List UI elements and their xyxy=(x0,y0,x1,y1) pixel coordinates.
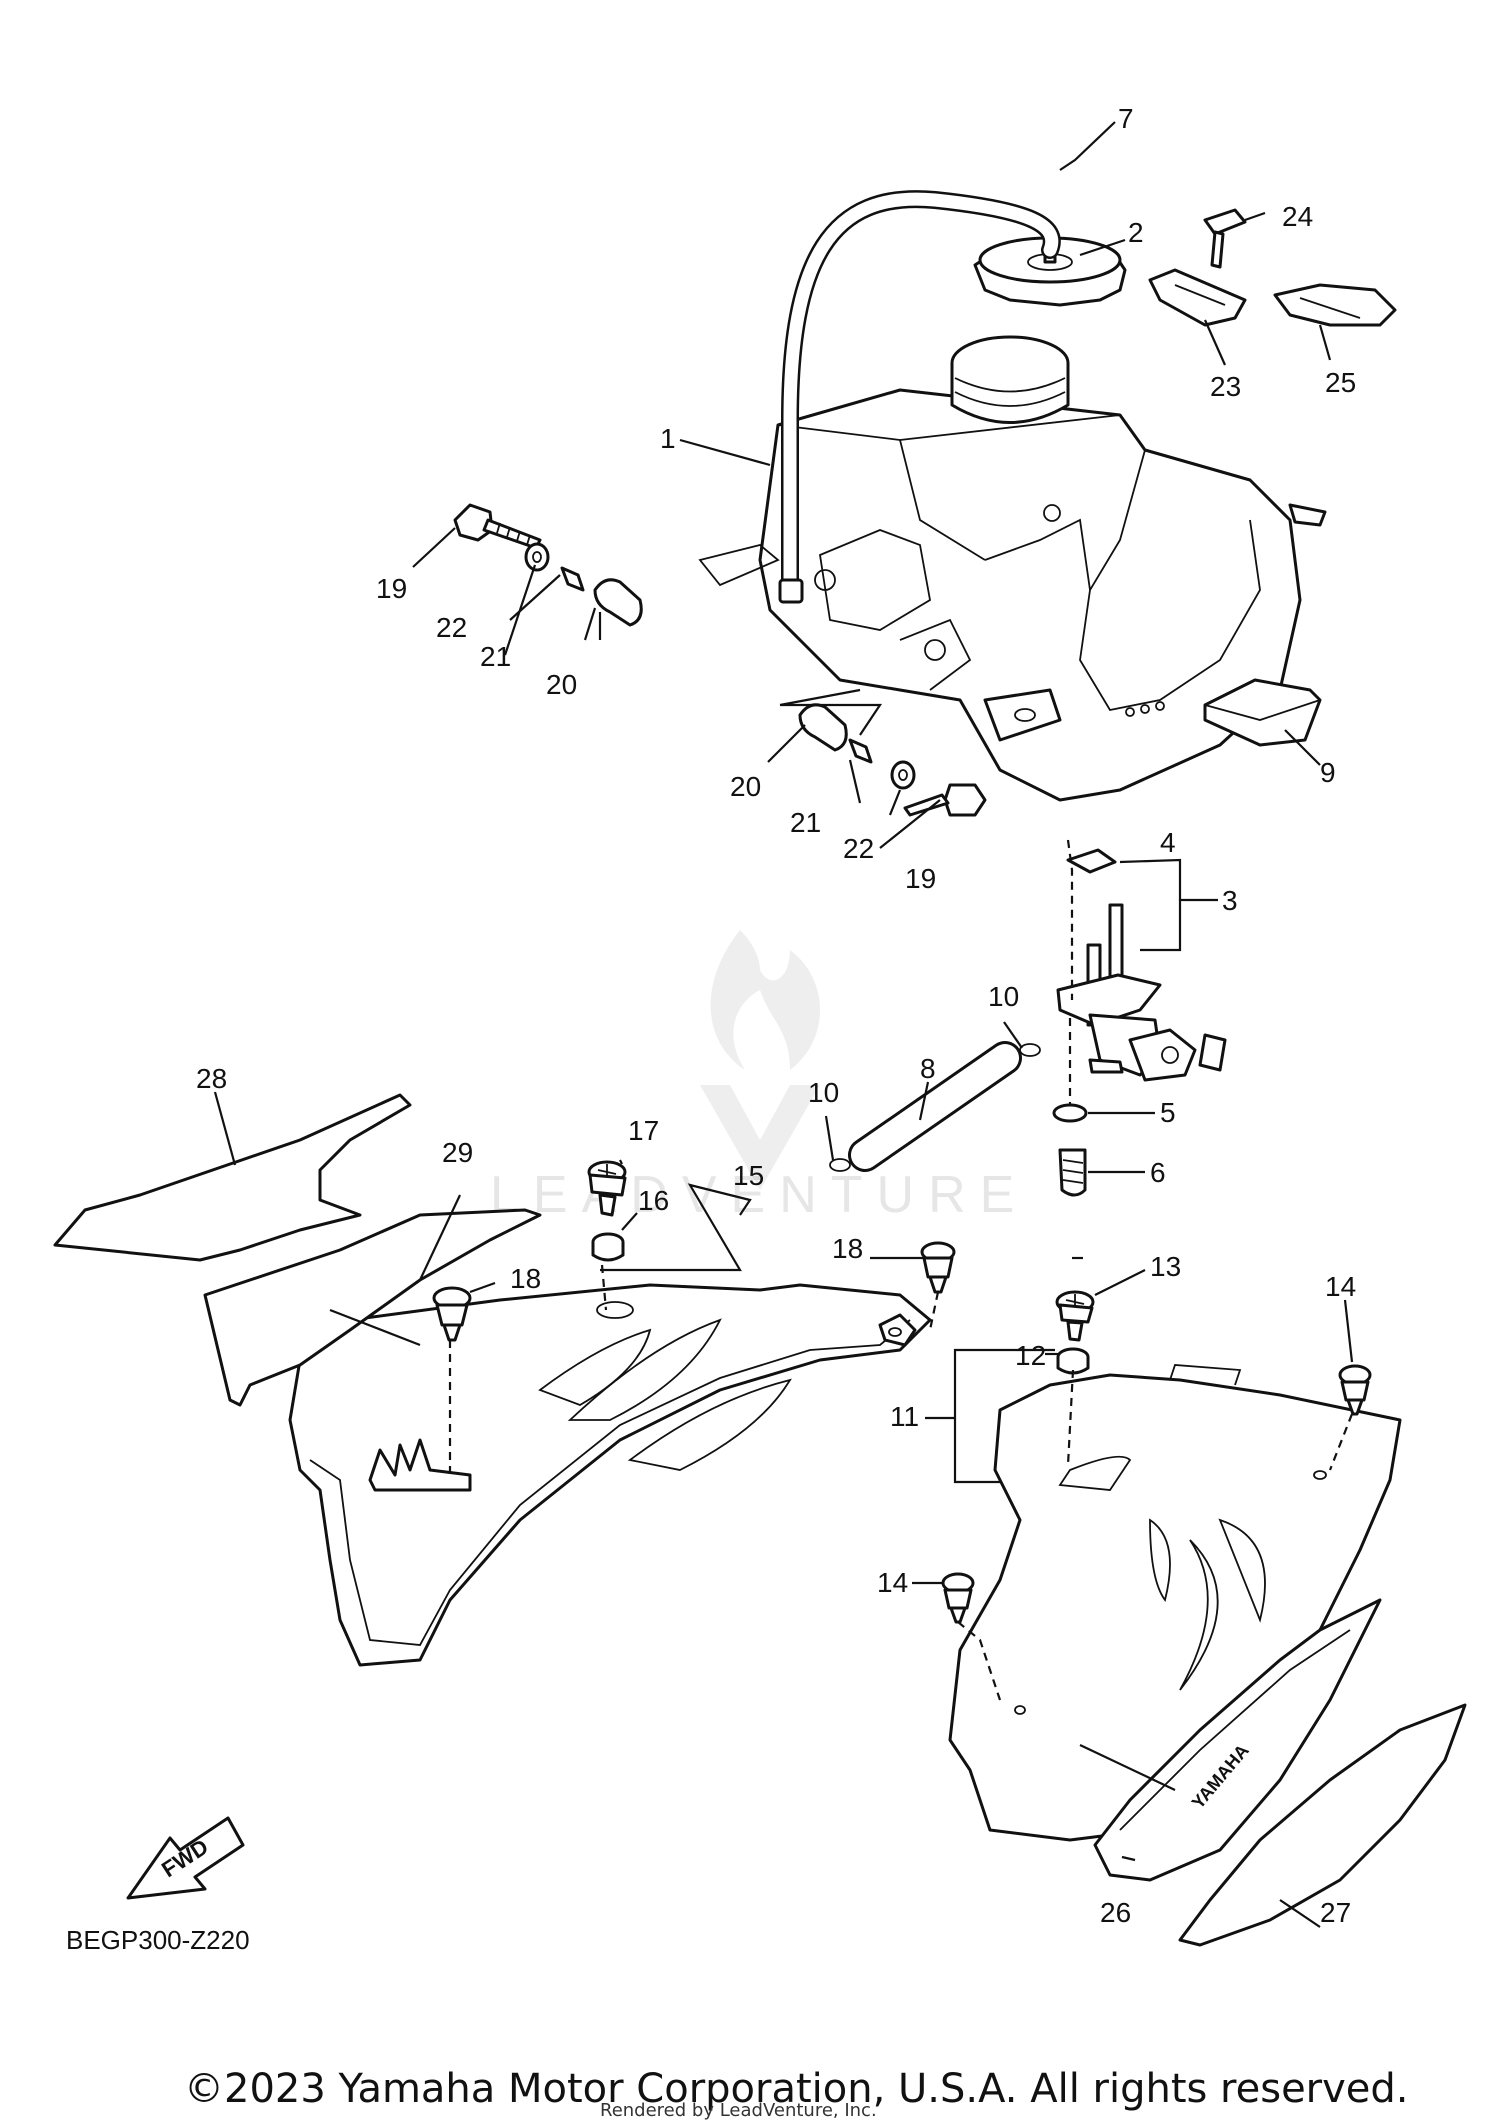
leader-lines xyxy=(213,121,1354,1928)
fwd-arrow-icon: FWD xyxy=(126,1816,245,1900)
bracket-23 xyxy=(1148,268,1247,327)
callout-13: 13 xyxy=(1150,1251,1181,1282)
callout-29: 29 xyxy=(442,1137,473,1168)
graphic-26: YAMAHA xyxy=(1093,1598,1382,1882)
callout-23: 23 xyxy=(1210,371,1241,402)
callout-3: 3 xyxy=(1222,885,1238,916)
callout-19-upper: 19 xyxy=(376,573,407,604)
callout-22-lower: 22 xyxy=(843,833,874,864)
fuel-cap xyxy=(973,236,1127,307)
fuel-pipe xyxy=(848,1041,1022,1172)
grommet-18-right xyxy=(920,1241,956,1294)
callout-18-right: 18 xyxy=(832,1233,863,1264)
fuel-cock xyxy=(1052,848,1227,1197)
callout-8: 8 xyxy=(920,1053,936,1084)
callout-2: 2 xyxy=(1128,217,1144,248)
bolt-19-upper xyxy=(453,503,542,550)
callout-20-lower: 20 xyxy=(730,771,761,802)
collar-21-upper xyxy=(560,566,585,592)
callout-5: 5 xyxy=(1160,1097,1176,1128)
graphic-28 xyxy=(53,1093,412,1262)
callout-22-upper: 22 xyxy=(436,612,467,643)
watermark-logo-icon xyxy=(700,930,820,1190)
callout-16: 16 xyxy=(638,1185,669,1216)
callout-27: 27 xyxy=(1320,1897,1351,1928)
callout-10-upper: 10 xyxy=(988,981,1019,1012)
watermark: LEADVENTURE xyxy=(490,1166,1029,1224)
callout-20-upper: 20 xyxy=(546,669,577,700)
figure-code: BEGP300-Z220 xyxy=(66,1925,250,1955)
callout-19-lower: 19 xyxy=(905,863,936,894)
grommet-14-lower xyxy=(941,1572,975,1624)
callout-17: 17 xyxy=(628,1115,659,1146)
callout-numbers: 1 2 3 4 5 6 7 8 9 10 10 11 12 13 14 14 1… xyxy=(196,103,1356,1928)
clip-10-lower xyxy=(829,1158,851,1172)
rendered-by-credit: Rendered by LeadVenture, Inc. xyxy=(600,2100,877,2121)
callout-14-upper: 14 xyxy=(1325,1271,1356,1302)
graphic-27 xyxy=(1178,1703,1467,1947)
callout-6: 6 xyxy=(1150,1157,1166,1188)
callout-18-left: 18 xyxy=(510,1263,541,1294)
callout-11: 11 xyxy=(890,1401,919,1432)
washer-22-lower xyxy=(890,760,916,790)
damper-9 xyxy=(1203,678,1322,747)
screw-13 xyxy=(1055,1290,1095,1342)
copyright-notice: ©2023 Yamaha Motor Corporation, U.S.A. A… xyxy=(184,2066,1409,2112)
screw-17 xyxy=(587,1160,627,1217)
callout-24: 24 xyxy=(1282,201,1313,232)
grommet-14-upper xyxy=(1338,1364,1372,1416)
grommet-18-left xyxy=(432,1286,472,1342)
callout-1: 1 xyxy=(660,423,676,454)
fuel-tank xyxy=(698,335,1327,802)
damper-20-lower xyxy=(798,703,848,752)
band-25 xyxy=(1273,283,1397,327)
washer-22-upper xyxy=(524,542,550,572)
bolt-19-lower xyxy=(903,783,987,817)
screw-24 xyxy=(1203,208,1247,269)
collar-21-lower xyxy=(848,738,873,764)
callout-14-lower: 14 xyxy=(877,1567,908,1598)
side-cover-left xyxy=(288,1283,932,1667)
callout-12: 12 xyxy=(1015,1340,1046,1371)
breather-hose xyxy=(778,190,1061,604)
callout-21-upper: 21 xyxy=(480,641,511,672)
collar-16 xyxy=(591,1232,625,1262)
clip-10-upper xyxy=(1019,1043,1041,1057)
damper-20-upper xyxy=(593,578,643,627)
callout-28: 28 xyxy=(196,1063,227,1094)
callout-25: 25 xyxy=(1325,367,1356,398)
callout-21-lower: 21 xyxy=(790,807,821,838)
callout-10-lower: 10 xyxy=(808,1077,839,1108)
callout-26: 26 xyxy=(1100,1897,1131,1928)
callout-4: 4 xyxy=(1160,827,1176,858)
callout-7: 7 xyxy=(1118,103,1134,134)
collar-12 xyxy=(1056,1347,1090,1375)
callout-15: 15 xyxy=(733,1160,764,1191)
callout-9: 9 xyxy=(1320,757,1336,788)
